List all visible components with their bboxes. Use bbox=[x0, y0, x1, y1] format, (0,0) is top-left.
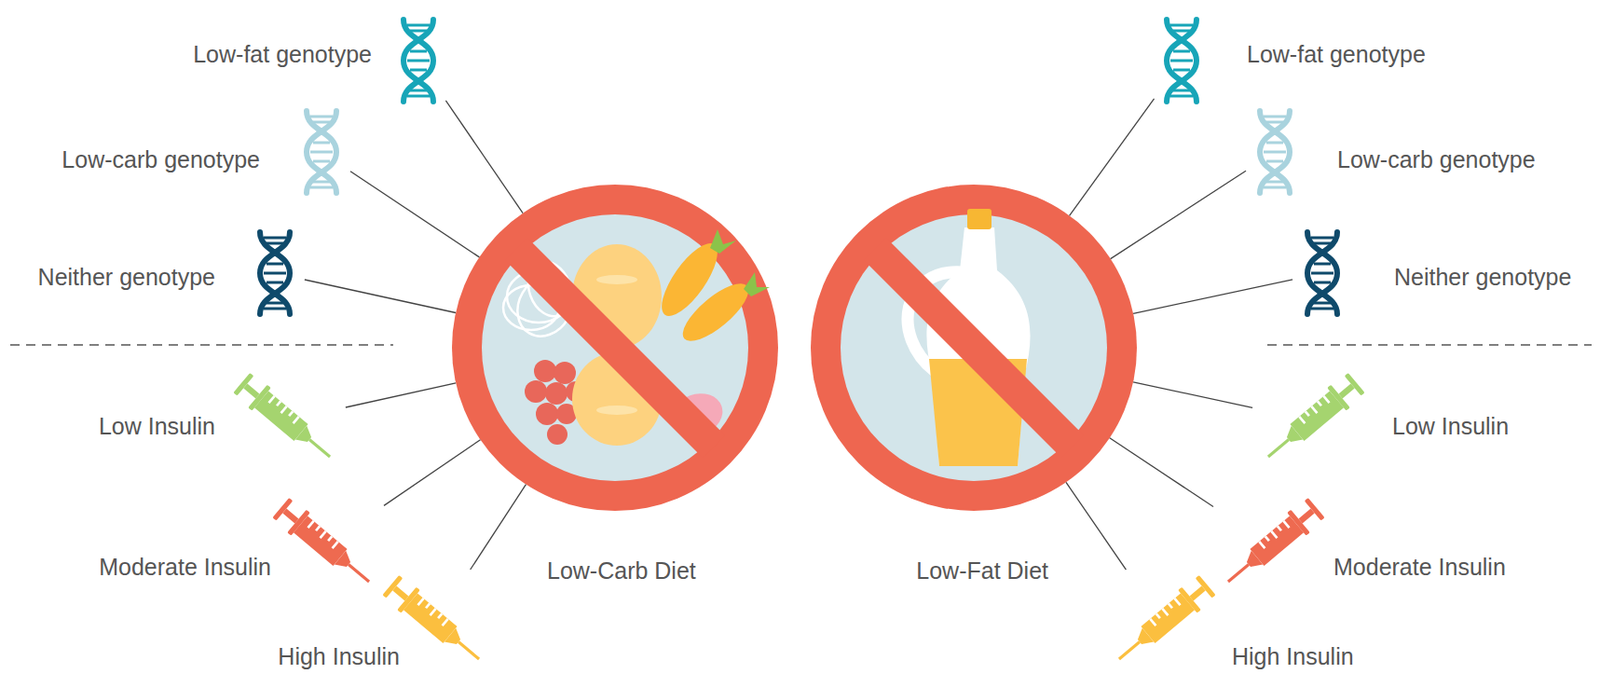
syringe-icon bbox=[271, 495, 379, 593]
low-fat-icon bbox=[810, 184, 1137, 511]
slash bbox=[505, 237, 725, 458]
dna-icon bbox=[306, 110, 337, 193]
factor-label: High Insulin bbox=[273, 574, 490, 673]
illustration-part bbox=[596, 274, 638, 285]
illustration-part bbox=[547, 423, 568, 445]
illustration-part bbox=[840, 214, 1108, 481]
factor-label: Neither genotype bbox=[34, 226, 300, 320]
node-text: Moderate Insulin bbox=[98, 553, 272, 581]
factor-label: Moderate Insulin bbox=[1217, 496, 1510, 594]
illustration-part bbox=[810, 184, 1137, 511]
leader-line bbox=[1133, 382, 1253, 409]
leader-line bbox=[470, 484, 527, 570]
syringe-icon bbox=[1218, 495, 1327, 593]
illustration-part bbox=[524, 380, 548, 403]
factor-label: Low-carb genotype bbox=[1250, 105, 1540, 199]
node-text: Low Insulin bbox=[98, 412, 216, 440]
factor-label: Neither genotype bbox=[1298, 226, 1575, 320]
illustration-part bbox=[1109, 573, 1218, 671]
factor-label: Low-carb genotype bbox=[57, 105, 346, 199]
factor-label: Moderate Insulin bbox=[95, 496, 380, 594]
factor-label: Low-fat genotype bbox=[1157, 13, 1430, 108]
illustration-part bbox=[451, 184, 779, 511]
leader-line bbox=[1109, 437, 1214, 507]
illustration-part bbox=[743, 272, 770, 297]
divider-line bbox=[10, 343, 394, 346]
node-text: Low-Carb Diet bbox=[547, 557, 697, 585]
illustration-part bbox=[1258, 370, 1367, 468]
slash bbox=[863, 237, 1084, 458]
leader-line bbox=[445, 100, 523, 214]
leader-line bbox=[383, 439, 481, 506]
low-carb-icon bbox=[451, 184, 779, 511]
node-text: High Insulin bbox=[277, 642, 400, 671]
node-text: Moderate Insulin bbox=[1333, 553, 1506, 581]
illustration-part bbox=[674, 273, 757, 350]
dna-icon bbox=[1307, 232, 1338, 315]
syringe-icon bbox=[232, 370, 340, 468]
carrots bbox=[652, 229, 770, 351]
factor-label: High Insulin bbox=[1108, 574, 1358, 673]
dna-icon bbox=[403, 19, 434, 102]
illustration-part bbox=[596, 405, 638, 415]
node-text: Low-carb genotype bbox=[61, 146, 260, 174]
diet-circle: Low-Carb Diet bbox=[451, 184, 779, 511]
node-text: Low-fat genotype bbox=[1246, 41, 1426, 69]
dna-icon bbox=[1166, 19, 1197, 102]
node-text: Low-carb genotype bbox=[1337, 146, 1536, 174]
leader-line bbox=[1110, 170, 1246, 259]
syringe-icon bbox=[1109, 573, 1218, 671]
jug-cap bbox=[967, 208, 992, 230]
leader-line bbox=[304, 279, 456, 314]
node-text: Neither genotype bbox=[1394, 263, 1572, 291]
leader-line bbox=[1133, 279, 1293, 315]
node-text: Low-fat genotype bbox=[192, 41, 372, 69]
node-text: Low-Fat Diet bbox=[916, 557, 1049, 585]
illustration-part bbox=[710, 229, 737, 254]
node-text: Low Insulin bbox=[1392, 412, 1509, 440]
illustration-part bbox=[535, 402, 559, 425]
leader-line bbox=[1069, 98, 1155, 217]
diet-circle: Low-Fat Diet bbox=[810, 184, 1137, 511]
illustration-part bbox=[481, 214, 749, 481]
leader-line bbox=[1066, 481, 1126, 570]
factor-label: Low Insulin bbox=[95, 371, 341, 469]
node-text: Neither genotype bbox=[38, 263, 216, 291]
dna-icon bbox=[259, 232, 290, 315]
factor-label: Low Insulin bbox=[1258, 371, 1513, 469]
illustration-part bbox=[1218, 495, 1327, 593]
factor-label: Low-fat genotype bbox=[189, 13, 443, 108]
illustration-part bbox=[553, 361, 576, 384]
syringe-icon bbox=[1258, 370, 1367, 468]
illustration-part bbox=[545, 382, 568, 405]
leader-line bbox=[345, 382, 456, 408]
illustration-part bbox=[533, 359, 557, 383]
dna-icon bbox=[1259, 110, 1290, 193]
divider-line bbox=[1267, 343, 1592, 346]
node-text: High Insulin bbox=[1231, 642, 1354, 671]
leader-line bbox=[350, 171, 479, 258]
